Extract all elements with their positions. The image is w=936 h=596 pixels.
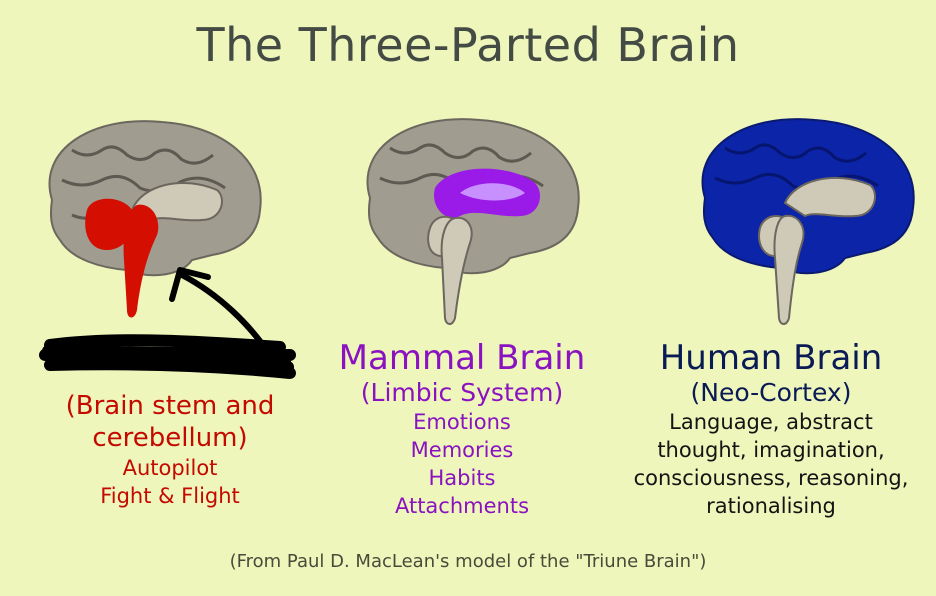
human-item: consciousness, reasoning, — [633, 466, 909, 490]
mammal-item: Habits — [428, 466, 496, 490]
human-brain-text: Human Brain (Neo-Cortex) Language, abstr… — [612, 338, 930, 520]
mammal-subtitle: (Limbic System) — [360, 378, 564, 407]
human-heading: Human Brain — [659, 338, 883, 378]
reptile-subtitle-line2: cerebellum) — [92, 423, 248, 453]
mammal-heading: Mammal Brain — [338, 338, 586, 378]
source-caption: (From Paul D. MacLean's model of the "Tr… — [229, 551, 707, 572]
diagram-title: The Three-Parted Brain — [196, 18, 740, 72]
mammal-item: Memories — [410, 438, 514, 462]
scribble-arrow-icon — [30, 255, 310, 389]
reptile-brain-image — [32, 110, 272, 330]
reptile-item: Autopilot — [122, 456, 218, 480]
reptile-item: Fight & Flight — [100, 484, 240, 508]
mammal-item: Attachments — [394, 494, 530, 518]
mammal-brain-text: Mammal Brain (Limbic System) Emotions Me… — [312, 338, 612, 520]
mammal-brain-image — [350, 108, 590, 328]
reptile-brain-text: (Brain stem and cerebellum) Autopilot Fi… — [20, 390, 320, 510]
human-item: rationalising — [706, 494, 836, 518]
mammal-item: Emotions — [413, 410, 511, 434]
human-item: thought, imagination, — [657, 438, 885, 462]
human-brain-image — [685, 108, 925, 328]
human-subtitle: (Neo-Cortex) — [690, 378, 852, 407]
reptile-subtitle-line1: (Brain stem and — [65, 391, 275, 421]
human-item: Language, abstract — [669, 410, 873, 434]
